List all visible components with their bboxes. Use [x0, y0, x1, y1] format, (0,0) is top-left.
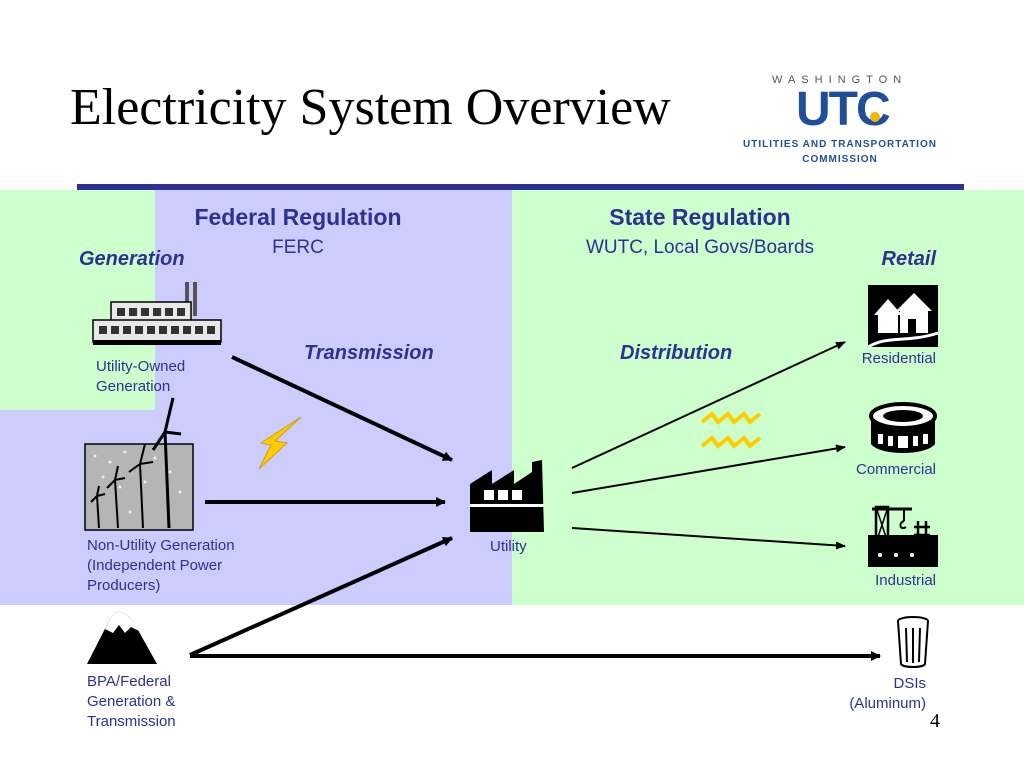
retail-label: Retail: [881, 248, 936, 270]
utility-owned-line1: Utility-Owned: [96, 358, 186, 375]
arrow-utility-to-commercial: [571, 444, 846, 494]
federal-regulation-title: Federal Regulation: [194, 204, 402, 230]
utility-owned-line2: Generation: [96, 378, 171, 395]
dsis-caption: DSIs (Aluminum): [816, 674, 926, 714]
aluminum-can-icon: [897, 616, 929, 668]
utc-logo: WASHINGTON UTC UTILITIES AND TRANSPORTAT…: [740, 74, 940, 170]
page-number: 4: [930, 710, 940, 732]
houses-icon: [867, 285, 939, 349]
logo-line1: UTILITIES AND TRANSPORTATION: [743, 139, 937, 150]
industrial-caption: Industrial: [875, 572, 936, 589]
arrow-utility-to-industrial: [571, 527, 846, 550]
factory-icon: [470, 460, 544, 532]
title-rule: [77, 184, 964, 190]
state-regulation-title: State Regulation: [609, 204, 791, 230]
power-plant-icon: [92, 282, 222, 345]
federal-regulation-subtitle: FERC: [272, 237, 324, 258]
logo-line2: COMMISSION: [802, 154, 878, 165]
residential-caption: Residential: [861, 350, 936, 367]
lightning-bolt-icon: [258, 416, 302, 470]
stadium-icon: [869, 402, 937, 453]
logo-sun-icon: [870, 112, 880, 122]
bpa-caption: BPA/Federal Generation & Transmission: [87, 672, 176, 732]
transmission-label: Transmission: [304, 342, 434, 364]
bpa-line3: Transmission: [87, 713, 176, 730]
arrow-bpa-to-utility: [189, 536, 453, 657]
page-title: Electricity System Overview: [70, 79, 671, 136]
bpa-line1: BPA/Federal: [87, 673, 171, 690]
utility-owned-caption: Utility-Owned Generation: [96, 357, 185, 397]
state-regulation-subtitle: WUTC, Local Govs/Boards: [585, 237, 815, 258]
wind-turbines-icon: [84, 397, 194, 531]
non-utility-caption: Non-Utility Generation (Independent Powe…: [87, 536, 235, 596]
bpa-line2: Generation &: [87, 693, 176, 710]
non-utility-line2: (Independent Power: [87, 557, 223, 574]
logo-mark: UTC: [796, 83, 891, 136]
non-utility-line3: Producers): [87, 577, 161, 594]
distribution-label: Distribution: [620, 342, 733, 364]
commercial-caption: Commercial: [855, 461, 936, 478]
electricity-zigzag-icon: [700, 411, 762, 449]
utility-caption: Utility: [490, 538, 527, 555]
dsis-line2: (Aluminum): [849, 695, 926, 712]
crane-icon: [868, 505, 938, 567]
dsis-line1: DSIs: [893, 675, 926, 692]
non-utility-line1: Non-Utility Generation: [87, 537, 235, 554]
generation-label: Generation: [79, 248, 185, 270]
arrow-utility-to-residential: [571, 341, 846, 469]
arrow-utility-owned-to-utility: [231, 355, 453, 462]
logo-washington: WASHINGTON: [772, 74, 908, 86]
mountain-icon: [87, 611, 157, 664]
